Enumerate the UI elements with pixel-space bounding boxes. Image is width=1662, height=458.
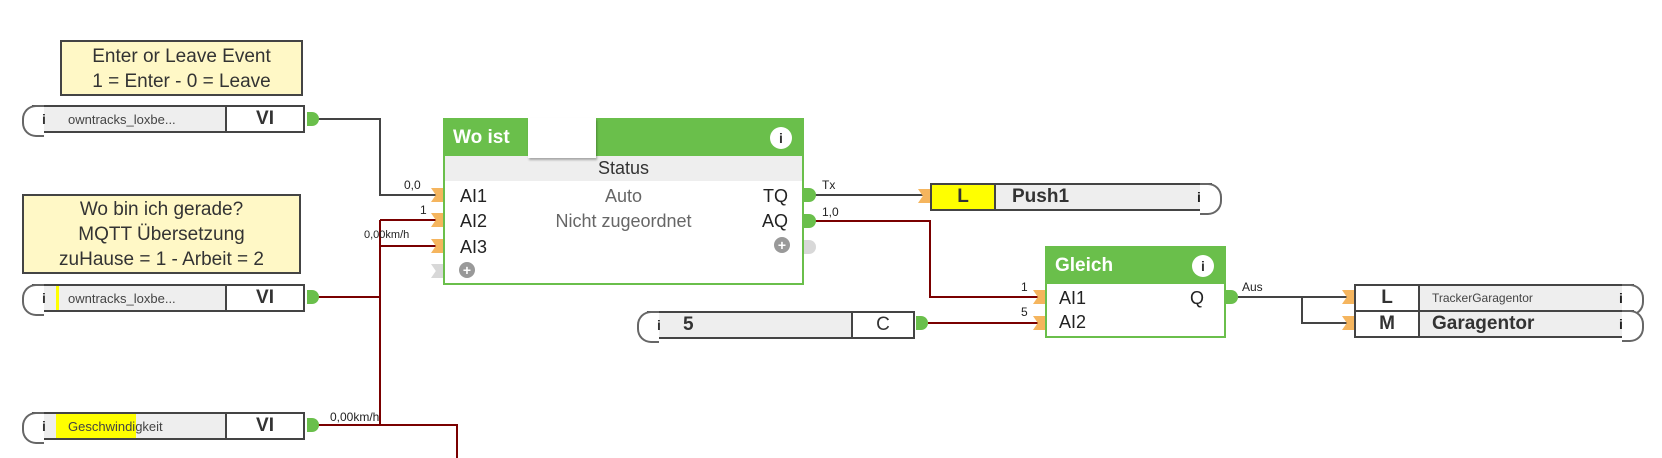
output-tracker-garagentor[interactable]: L TrackerGaragentor i	[1354, 284, 1644, 316]
input-name: owntracks_loxbe...	[56, 286, 225, 310]
input-type: VI	[225, 414, 303, 438]
note-line: 1 = Enter - 0 = Leave	[92, 71, 271, 92]
constant-block[interactable]: i 5 C	[637, 311, 915, 343]
block-header[interactable]: Gleich i	[1047, 248, 1224, 284]
note-line: MQTT Übersetzung	[78, 224, 245, 245]
wire-value-ai2: 5	[1021, 305, 1028, 319]
input-port[interactable]	[918, 189, 930, 203]
input-label-ai2: AI2	[460, 211, 488, 231]
output-name: Push1	[1012, 186, 1070, 207]
info-icon[interactable]: i	[1619, 316, 1623, 332]
function-block-gleich[interactable]: Gleich i AI1 AI2 Q	[1045, 246, 1226, 338]
virtual-input-owntracks-1[interactable]: i owntracks_loxbe... VI	[22, 105, 305, 137]
output-type: L	[932, 185, 996, 209]
info-icon[interactable]: i	[1192, 255, 1214, 277]
comment-note-event[interactable]: Enter or Leave Event 1 = Enter - 0 = Lea…	[60, 40, 303, 96]
status-value-location: Nicht zugeordnet	[555, 211, 692, 231]
input-label-ai3: AI3	[460, 237, 488, 257]
output-label-q: Q	[1189, 288, 1204, 308]
input-port[interactable]	[1342, 316, 1354, 330]
block-header[interactable]: Wo ist i	[445, 120, 802, 156]
virtual-input-owntracks-2[interactable]: i owntracks_loxbe... VI	[22, 284, 305, 316]
info-icon[interactable]: i	[42, 418, 46, 434]
output-port[interactable]	[307, 112, 319, 126]
output-port[interactable]	[307, 418, 319, 432]
block-title: Wo ist	[453, 127, 510, 148]
output-port[interactable]	[916, 316, 928, 330]
input-label-ai2: AI2	[1059, 312, 1087, 332]
input-type: VI	[225, 107, 303, 131]
wire-value-aq: 1,0	[822, 205, 839, 219]
comment-note-mqtt[interactable]: Wo bin ich gerade? MQTT Übersetzung zuHa…	[22, 194, 301, 274]
note-line: Wo bin ich gerade?	[79, 199, 244, 220]
note-line: Enter or Leave Event	[92, 46, 271, 67]
input-name: owntracks_loxbe...	[68, 111, 176, 127]
output-garagentor[interactable]: M Garagentor i	[1354, 310, 1644, 342]
wire-q-branch	[1301, 297, 1350, 324]
input-name: Geschwindigkeit	[56, 414, 225, 438]
input-label-ai1: AI1	[460, 186, 488, 206]
block-cap	[1622, 310, 1644, 342]
function-block-wo-ist[interactable]: Wo ist i Status AI1 AI2 AI3 Auto Nicht z…	[443, 118, 804, 285]
input-port-ai2[interactable]	[1033, 316, 1045, 330]
output-port-add[interactable]	[804, 240, 816, 254]
output-type: M	[1356, 312, 1420, 336]
wire-value-ai1: 0,0	[404, 178, 421, 192]
output-type: L	[1356, 286, 1420, 310]
input-label-ai1: AI1	[1059, 288, 1087, 308]
constant-type: C	[851, 313, 913, 337]
info-icon[interactable]: i	[1197, 189, 1201, 205]
input-port-ai1[interactable]	[431, 188, 443, 202]
output-push1[interactable]: L Push1 i	[930, 183, 1222, 215]
info-icon[interactable]: i	[770, 127, 792, 149]
input-port-add[interactable]	[431, 264, 443, 278]
wire-value-speed: 0,00km/h	[330, 410, 380, 424]
wire-value-ai1: 1	[1021, 280, 1028, 294]
status-header: Status	[445, 156, 802, 181]
wire-value-ai3: 0,00km/h	[364, 229, 410, 241]
status-value-mode: Auto	[604, 186, 643, 206]
info-icon[interactable]: i	[42, 290, 46, 306]
block-cap	[22, 284, 44, 316]
wire-value-q: Aus	[1242, 280, 1263, 294]
block-cap	[637, 311, 659, 343]
wire-value-tq: Tx	[822, 178, 836, 192]
input-port[interactable]	[1342, 290, 1354, 304]
input-port-ai3[interactable]	[431, 239, 443, 253]
output-name: TrackerGaragentor	[1432, 291, 1533, 305]
note-line: zuHause = 1 - Arbeit = 2	[59, 249, 264, 270]
info-icon[interactable]: i	[42, 111, 46, 127]
wire-speed-out	[310, 424, 458, 458]
output-port-q[interactable]	[1226, 290, 1238, 304]
block-cap	[22, 412, 44, 444]
block-cap	[22, 105, 44, 137]
input-port-ai1[interactable]	[1033, 290, 1045, 304]
title-overlay	[528, 118, 596, 158]
output-label-tq: TQ	[763, 186, 788, 206]
info-icon[interactable]: i	[657, 317, 661, 333]
block-cap	[1200, 183, 1222, 215]
output-port[interactable]	[307, 290, 319, 304]
input-port-ai2[interactable]	[431, 213, 443, 227]
block-title: Gleich	[1055, 255, 1114, 276]
wire-value-ai2: 1	[420, 203, 427, 217]
add-input-icon[interactable]: +	[459, 262, 475, 278]
constant-value: 5	[683, 314, 694, 335]
output-port-aq[interactable]	[804, 214, 816, 228]
input-type: VI	[225, 286, 303, 310]
output-label-aq: AQ	[761, 211, 788, 231]
output-port-tq[interactable]	[804, 188, 816, 202]
output-name: Garagentor	[1432, 313, 1535, 334]
wire-aq-to-gleich-ai1	[815, 220, 1042, 298]
virtual-input-speed[interactable]: i Geschwindigkeit VI	[22, 412, 305, 444]
add-output-icon[interactable]: +	[774, 237, 790, 253]
info-icon[interactable]: i	[1619, 290, 1623, 306]
